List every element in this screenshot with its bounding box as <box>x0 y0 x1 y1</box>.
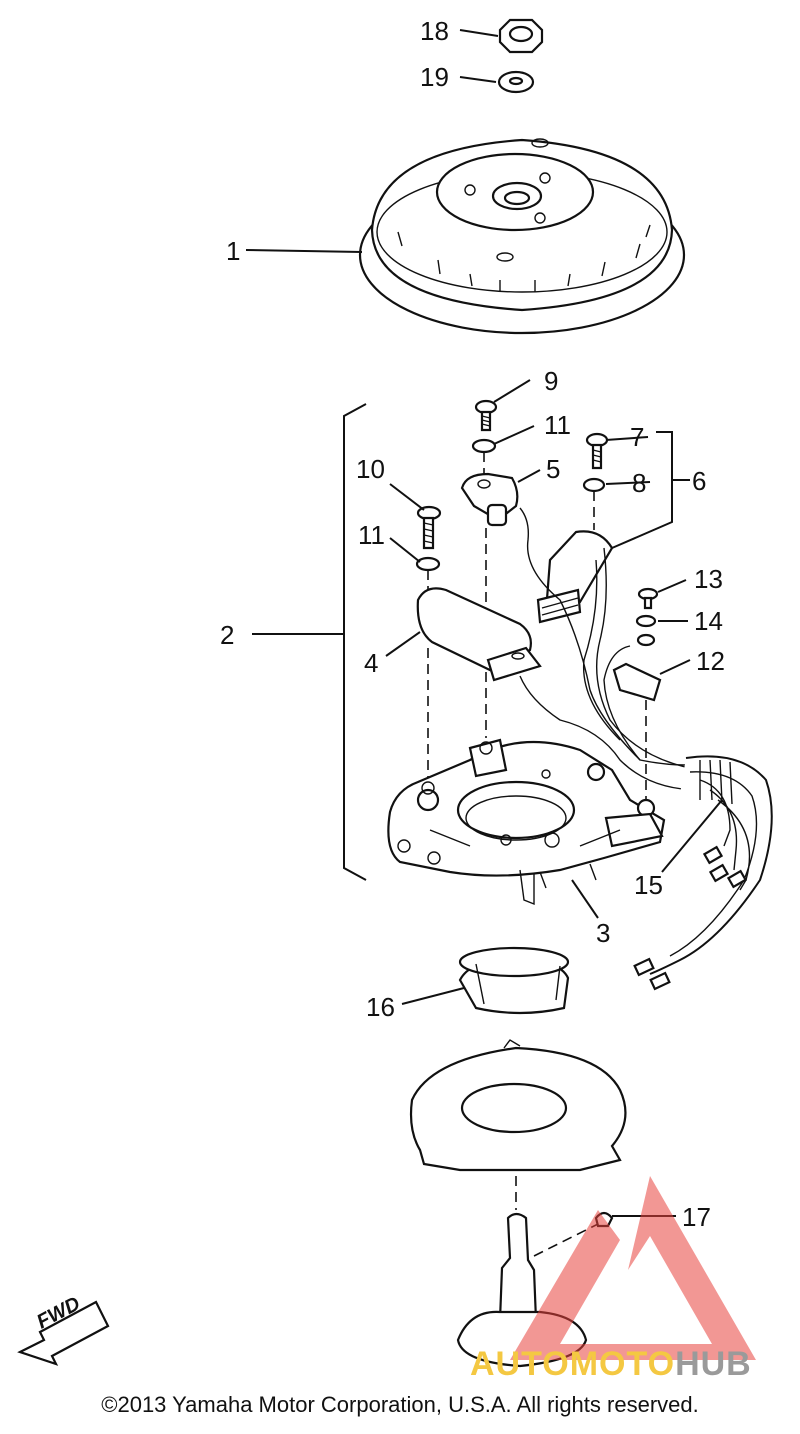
callout-2: 2 <box>220 620 234 650</box>
forward-arrow-icon <box>17 1300 110 1366</box>
copyright-notice: ©2013 Yamaha Motor Corporation, U.S.A. A… <box>101 1392 699 1417</box>
watermark-part-2: HUB <box>675 1345 752 1383</box>
washer-part-14 <box>635 614 657 628</box>
washer-part-19 <box>497 70 535 94</box>
callout-8: 8 <box>632 468 646 498</box>
callout-13: 13 <box>694 564 723 594</box>
callout-17: 17 <box>682 1202 711 1232</box>
callout-19: 19 <box>420 62 449 92</box>
callout-14: 14 <box>694 606 723 636</box>
charge-coil-part-6 <box>536 530 614 624</box>
watermark-text: AUTOMOTOHUB <box>470 1345 752 1384</box>
base-plate <box>409 1039 627 1172</box>
washer-part-11b <box>415 556 441 572</box>
callout-1: 1 <box>226 236 240 266</box>
flywheel-part-1 <box>358 138 686 335</box>
collar-part-16 <box>458 946 570 1015</box>
callout-10: 10 <box>356 454 385 484</box>
callout-4: 4 <box>364 648 378 678</box>
callout-6: 6 <box>692 466 706 496</box>
callout-9: 9 <box>544 366 558 396</box>
screw-part-13 <box>637 587 659 610</box>
callout-16: 16 <box>366 992 395 1022</box>
watermark-part-1: AUTOMOTO <box>470 1345 676 1383</box>
callout-7: 7 <box>630 422 644 452</box>
leader-lines <box>245 29 723 1217</box>
washer-part-11a <box>471 438 497 454</box>
callout-11-lower: 11 <box>358 520 385 550</box>
callout-5: 5 <box>546 454 560 484</box>
callout-11-upper: 11 <box>544 410 571 440</box>
callout-3: 3 <box>596 918 610 948</box>
ignition-coil-part-4 <box>416 587 542 682</box>
nut-part-18 <box>498 18 544 54</box>
screw-part-10 <box>416 505 442 550</box>
callout-18: 18 <box>420 16 449 46</box>
washer-part-8 <box>582 477 606 493</box>
wire-harness <box>519 507 773 991</box>
stator-base-part-3 <box>387 738 666 906</box>
screw-part-9 <box>474 399 498 432</box>
screw-part-7 <box>585 432 609 470</box>
bracket-part-12 <box>612 662 662 702</box>
callout-15: 15 <box>634 870 663 900</box>
automotohub-logo-icon <box>510 1176 756 1360</box>
callout-labels: 18 19 1 9 11 7 5 8 6 10 11 2 4 13 14 12 … <box>220 16 725 1232</box>
callout-12: 12 <box>696 646 725 676</box>
pulser-coil-part-5 <box>460 472 519 527</box>
